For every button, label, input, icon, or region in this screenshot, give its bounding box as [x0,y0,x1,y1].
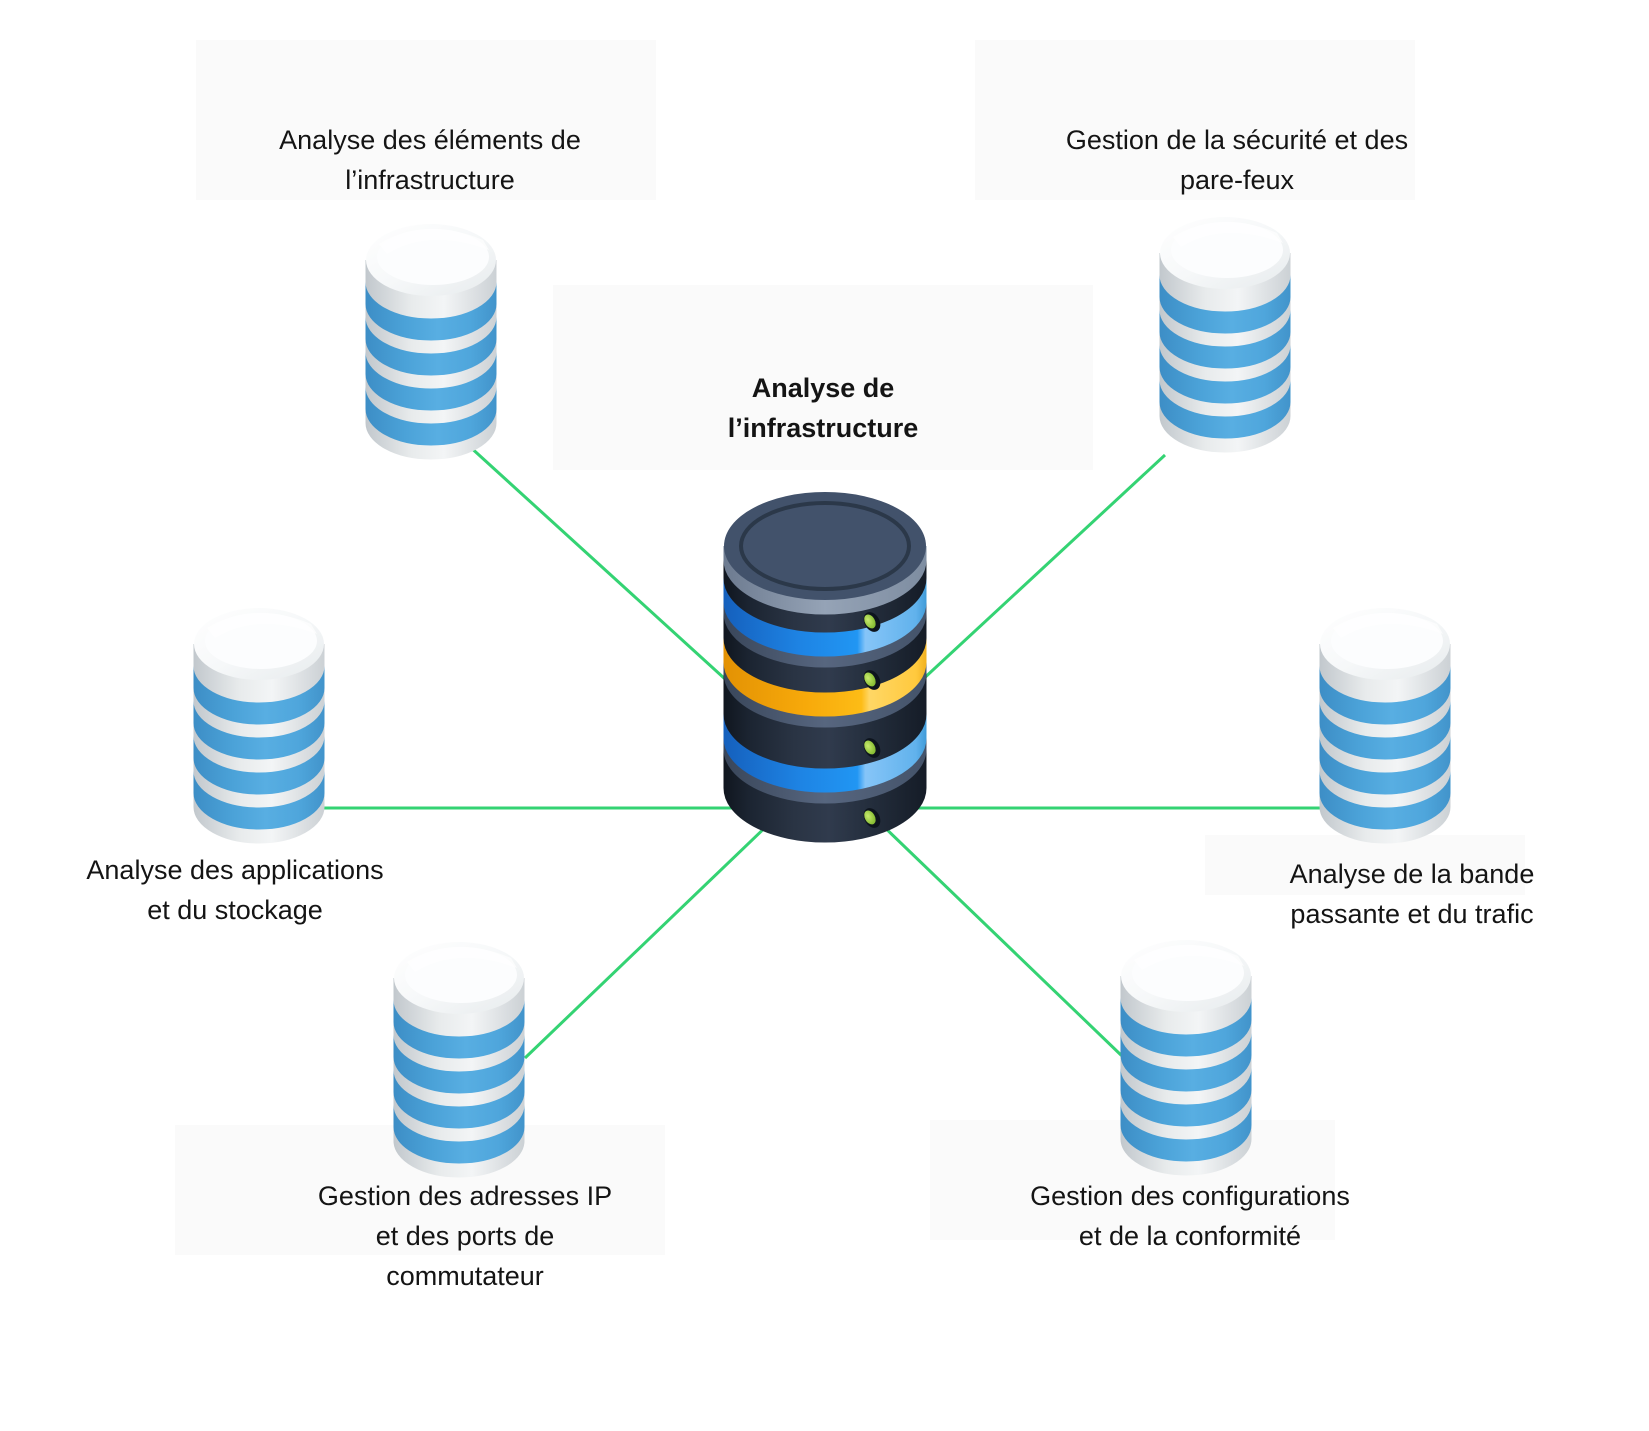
label-line: Gestion des configurations [1030,1181,1350,1211]
label-line: pare-feux [1179,165,1295,195]
led-indicator [863,738,881,758]
led-indicator [863,612,881,632]
bg-panel [1205,835,1525,895]
label-line: Analyse de [751,373,895,403]
database-icon-bottom-right [1118,936,1254,1176]
label-center: Analyse de l’infrastructure [728,368,919,448]
label-line: Analyse des applications [86,855,384,885]
bg-panel [975,40,1415,200]
database-icon-bottom-left [391,938,527,1178]
label-line: commutateur [386,1261,544,1291]
database-icon-center [723,492,927,843]
label-line: Gestion des adresses IP [317,1181,613,1211]
label-top-left: Analyse des éléments de l’infrastructure [279,120,581,200]
label-line: passante et du trafic [1290,899,1534,929]
label-line: Analyse de la bande [1289,859,1535,889]
database-icon-top-left [363,220,499,460]
label-line: Analyse des éléments de [279,125,581,155]
label-line: Gestion de la sécurité et des [1065,125,1409,155]
label-line: et des ports de [375,1221,555,1251]
bg-panel [553,285,1093,470]
bg-panel [196,40,656,200]
database-icon-middle-right [1317,604,1453,844]
label-line: l’infrastructure [727,413,919,443]
led-indicator [863,808,881,828]
label-line: et du stockage [147,895,323,925]
database-icon-middle-left [191,604,327,844]
label-middle-left: Analyse des applications et du stockage [86,850,383,930]
led-indicator [863,670,881,690]
database-icon-top-right [1157,213,1293,453]
label-line: l’infrastructure [345,165,515,195]
label-line: et de la conformité [1078,1221,1302,1251]
label-bottom-left: Gestion des adresses IP et des ports de … [318,1176,612,1296]
label-bottom-right: Gestion des configurations et de la conf… [1030,1176,1350,1256]
label-top-right: Gestion de la sécurité et des pare-feux [1066,120,1408,200]
label-middle-right: Analyse de la bande passante et du trafi… [1290,854,1535,934]
